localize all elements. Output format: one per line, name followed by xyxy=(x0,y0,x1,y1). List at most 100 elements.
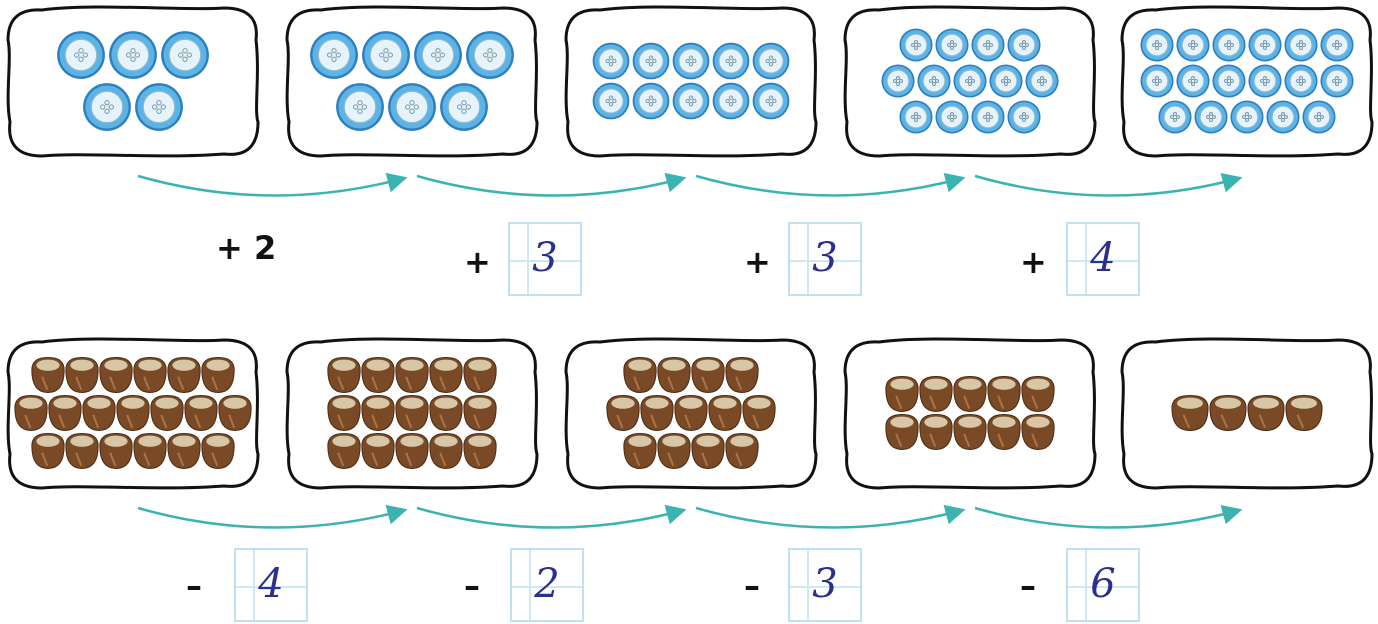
chestnut-icon xyxy=(886,377,918,412)
chestnut-icon xyxy=(709,396,741,431)
button-icon xyxy=(1140,64,1173,97)
chestnut-icon xyxy=(954,415,986,450)
chestnut-icon xyxy=(988,377,1020,412)
sub-step-4-answer: 6 xyxy=(1068,564,1138,604)
chestnut-icon xyxy=(954,377,986,412)
add-step-4-answer-box[interactable]: 4 xyxy=(1066,222,1140,296)
button-icon xyxy=(1158,100,1191,133)
sub-step-2-answer-box[interactable]: 2 xyxy=(510,548,584,622)
chestnut-icon xyxy=(675,396,707,431)
sub-step-3-answer-box[interactable]: 3 xyxy=(788,548,862,622)
chestnut-icon xyxy=(185,396,217,431)
button-icon xyxy=(899,100,932,133)
button-icon xyxy=(1284,64,1317,97)
sub-step-4-sign: – xyxy=(1020,570,1036,602)
sub-step-3-answer: 3 xyxy=(790,564,860,604)
chestnut-icon xyxy=(1286,396,1322,431)
sub-step-2-sign: – xyxy=(464,570,480,602)
button-icon xyxy=(953,64,986,97)
button-icon xyxy=(673,83,710,120)
add-step-3-answer-box[interactable]: 3 xyxy=(788,222,862,296)
chestnut-icon xyxy=(658,358,690,393)
chestnut-icon xyxy=(692,358,724,393)
chestnut-icon xyxy=(920,415,952,450)
chestnut-icon xyxy=(464,358,496,393)
button-icon xyxy=(899,28,932,61)
add-step-2-answer-box[interactable]: 3 xyxy=(508,222,582,296)
transition-arrow xyxy=(696,176,963,196)
chestnut-icon xyxy=(32,358,64,393)
button-icon xyxy=(135,83,183,131)
chestnut-icon xyxy=(396,396,428,431)
button-icon xyxy=(310,31,358,79)
button-icon xyxy=(989,64,1022,97)
sub-step-4-answer-box[interactable]: 6 xyxy=(1066,548,1140,622)
button-icon xyxy=(388,83,436,131)
button-icon xyxy=(753,43,790,80)
button-icon xyxy=(593,43,630,80)
button-icon xyxy=(935,100,968,133)
buttons-box-5 xyxy=(1122,7,1372,156)
chestnut-icon xyxy=(32,434,64,469)
add-step-4-sign: + xyxy=(1020,246,1047,278)
button-icon xyxy=(593,83,630,120)
button-icon xyxy=(1320,28,1353,61)
transition-arrow xyxy=(138,508,405,528)
button-icon xyxy=(336,83,384,131)
chestnut-icon xyxy=(49,396,81,431)
button-icon xyxy=(971,28,1004,61)
chestnuts-box-5 xyxy=(1122,339,1372,488)
buttons-box-1 xyxy=(8,7,258,156)
chestnut-icon xyxy=(430,434,462,469)
button-icon xyxy=(753,83,790,120)
sub-step-1-sign: – xyxy=(186,570,202,602)
button-icon xyxy=(440,83,488,131)
button-icon xyxy=(971,100,1004,133)
button-icon xyxy=(713,83,750,120)
button-icon xyxy=(1284,28,1317,61)
button-icon xyxy=(633,43,670,80)
chestnut-icon xyxy=(202,358,234,393)
button-icon xyxy=(1212,64,1245,97)
sub-step-1-answer-box[interactable]: 4 xyxy=(234,548,308,622)
sub-step-2-answer: 2 xyxy=(512,564,582,604)
chestnut-icon xyxy=(920,377,952,412)
chestnut-icon xyxy=(83,396,115,431)
chestnut-icon xyxy=(464,396,496,431)
chestnut-icon xyxy=(430,396,462,431)
button-icon xyxy=(1248,64,1281,97)
add-step-4-answer: 4 xyxy=(1068,238,1138,278)
chestnut-icon xyxy=(1210,396,1246,431)
chestnut-icon xyxy=(134,434,166,469)
chestnut-icon xyxy=(362,396,394,431)
button-icon xyxy=(1140,28,1173,61)
buttons-box-3 xyxy=(566,7,816,156)
chestnut-icon xyxy=(886,415,918,450)
button-icon xyxy=(633,83,670,120)
add-step-2-answer: 3 xyxy=(510,238,580,278)
button-icon xyxy=(1266,100,1299,133)
button-icon xyxy=(917,64,950,97)
button-icon xyxy=(1176,64,1209,97)
chestnut-icon xyxy=(362,434,394,469)
chestnut-icon xyxy=(658,434,690,469)
button-icon xyxy=(1230,100,1263,133)
chestnut-icon xyxy=(624,358,656,393)
button-icon xyxy=(466,31,514,79)
chestnut-icon xyxy=(219,396,251,431)
button-icon xyxy=(1302,100,1335,133)
add-step-1-sign: + 2 xyxy=(216,232,276,264)
button-icon xyxy=(57,31,105,79)
sub-step-1-answer: 4 xyxy=(236,564,306,604)
chestnuts-box-3 xyxy=(566,339,816,488)
button-icon xyxy=(881,64,914,97)
chestnut-icon xyxy=(168,358,200,393)
transition-arrow xyxy=(417,176,684,196)
chestnut-icon xyxy=(15,396,47,431)
button-icon xyxy=(1320,64,1353,97)
box-outline xyxy=(287,7,537,156)
chestnut-icon xyxy=(607,396,639,431)
button-icon xyxy=(1007,100,1040,133)
transition-arrow xyxy=(696,508,963,528)
